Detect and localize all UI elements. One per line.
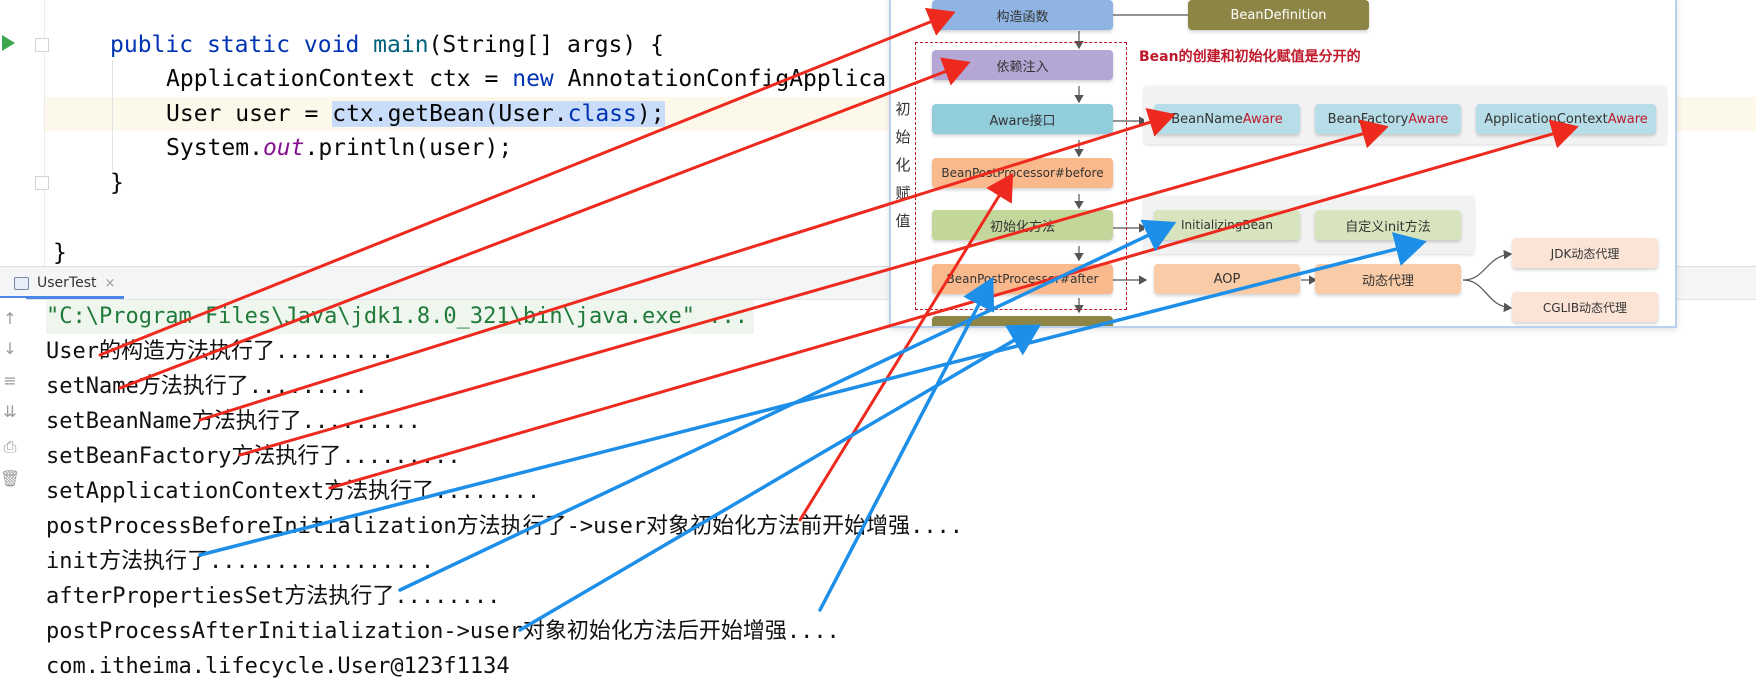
console-line: com.itheima.lifecycle.User@123f1134 <box>46 654 510 679</box>
diagram-note: Bean的创建和初始化赋值是分开的 <box>1139 49 1361 65</box>
box-text-highlight: Aware <box>1408 111 1449 127</box>
tab-label: UserTest <box>37 275 97 291</box>
text-selection[interactable]: ctx.getBean(User.class); <box>332 101 665 127</box>
arrow-down-icon[interactable]: ↓ <box>3 339 17 358</box>
scroll-to-end-icon[interactable]: ⇊ <box>3 402 17 421</box>
box-aop: AOP <box>1154 264 1300 294</box>
stage-label-char: 初 <box>895 100 911 118</box>
code-line-getbean[interactable]: User user = ctx.getBean(User.class); <box>166 97 665 131</box>
code-text: AnnotationConfigApplica <box>567 66 887 92</box>
code-text: ctx.getBean(User. <box>332 101 568 127</box>
console-line: init方法执行了................. <box>46 549 435 574</box>
code-text: user <box>235 101 291 127</box>
box-initializing-bean: InitializingBean <box>1154 210 1300 240</box>
keyword: void <box>303 32 360 58</box>
close-icon[interactable]: × <box>104 275 116 291</box>
box-next-stage <box>932 316 1113 326</box>
keyword: static <box>206 32 291 58</box>
console-line: setBeanName方法执行了......... <box>46 409 421 434</box>
keyword: class <box>567 101 637 127</box>
active-tab-indicator <box>0 296 124 299</box>
stage-label-char: 赋 <box>895 184 911 202</box>
console-line: setName方法执行了......... <box>46 374 368 399</box>
box-text: BeanName <box>1171 111 1243 127</box>
run-icon[interactable] <box>2 35 15 51</box>
box-text: ApplicationContext <box>1484 111 1608 127</box>
soft-wrap-icon[interactable]: ≡ <box>3 371 17 390</box>
console-line: postProcessBeforeInitialization方法执行了->us… <box>46 514 964 539</box>
code-text: = <box>304 101 319 127</box>
code-text: (String[] args) { <box>428 32 664 58</box>
box-text-highlight: Aware <box>1242 111 1283 127</box>
method-name: main <box>373 32 429 58</box>
code-line-context[interactable]: ApplicationContext ctx = new AnnotationC… <box>166 62 886 96</box>
code-line-main-signature[interactable]: public static void main(String[] args) { <box>110 28 664 62</box>
bean-lifecycle-diagram: 初 始 化 赋 值 Bean的创建和初始化赋值是分开的 构造函数 BeanDef… <box>889 0 1677 328</box>
box-bean-definition: BeanDefinition <box>1188 0 1369 30</box>
console-line: User的构造方法执行了......... <box>46 339 395 364</box>
console-line: "C:\Program Files\Java\jdk1.8.0_321\bin\… <box>46 300 754 334</box>
code-text: User <box>166 101 222 127</box>
fold-icon[interactable] <box>35 38 49 52</box>
code-line-println[interactable]: System.out.println(user); <box>166 131 512 165</box>
box-dynamic-proxy: 动态代理 <box>1315 264 1461 294</box>
static-field: out <box>262 135 305 161</box>
console-line: afterPropertiesSet方法执行了........ <box>46 584 501 609</box>
stage-label-char: 值 <box>895 212 911 230</box>
console-output[interactable]: "C:\Program Files\Java\jdk1.8.0_321\bin\… <box>44 298 1756 691</box>
box-bpp-before: BeanPostProcessor#before <box>932 158 1113 188</box>
console-line: setBeanFactory方法执行了......... <box>46 444 461 469</box>
box-text-highlight: Aware <box>1607 111 1648 127</box>
run-toolbar: ↑ ↓ ≡ ⇊ ⎙ 🗑 <box>0 298 26 691</box>
code-line-close-class[interactable]: } <box>53 240 67 266</box>
box-custom-init: 自定义init方法 <box>1315 210 1461 240</box>
arrow-up-icon[interactable]: ↑ <box>3 309 17 328</box>
code-text: System. <box>166 135 263 161</box>
box-init-method: 初始化方法 <box>932 210 1113 240</box>
code-line-close-method[interactable]: } <box>110 170 124 196</box>
box-aware-interface: Aware接口 <box>932 104 1113 134</box>
keyword: new <box>512 66 554 92</box>
box-bpp-after: BeanPostProcessor#after <box>932 264 1113 294</box>
stage-label-char: 始 <box>895 128 911 146</box>
box-text: BeanFactory <box>1327 111 1409 127</box>
code-text: = <box>484 66 499 92</box>
indent-guide <box>112 60 113 170</box>
code-text: ); <box>636 101 665 127</box>
code-text: .println(user); <box>304 135 513 161</box>
keyword: public <box>110 32 194 58</box>
console-line: postProcessAfterInitialization->user对象初始… <box>46 619 840 644</box>
box-dependency-injection: 依赖注入 <box>932 50 1113 80</box>
trash-icon[interactable]: 🗑 <box>0 469 21 488</box>
console-line: setApplicationContext方法执行了........ <box>46 479 541 504</box>
code-text: ApplicationContext <box>166 66 416 92</box>
print-icon[interactable]: ⎙ <box>3 437 17 456</box>
fold-icon[interactable] <box>35 176 49 190</box>
code-text: ctx <box>429 66 471 92</box>
box-constructor: 构造函数 <box>932 0 1113 30</box>
test-config-icon <box>14 276 29 290</box>
box-jdk-proxy: JDK动态代理 <box>1512 238 1658 268</box>
tab-usertest[interactable]: UserTest × <box>14 267 115 299</box>
stage-label-char: 化 <box>895 156 911 174</box>
editor-gutter <box>0 0 49 266</box>
box-cglib-proxy: CGLIB动态代理 <box>1512 292 1658 322</box>
